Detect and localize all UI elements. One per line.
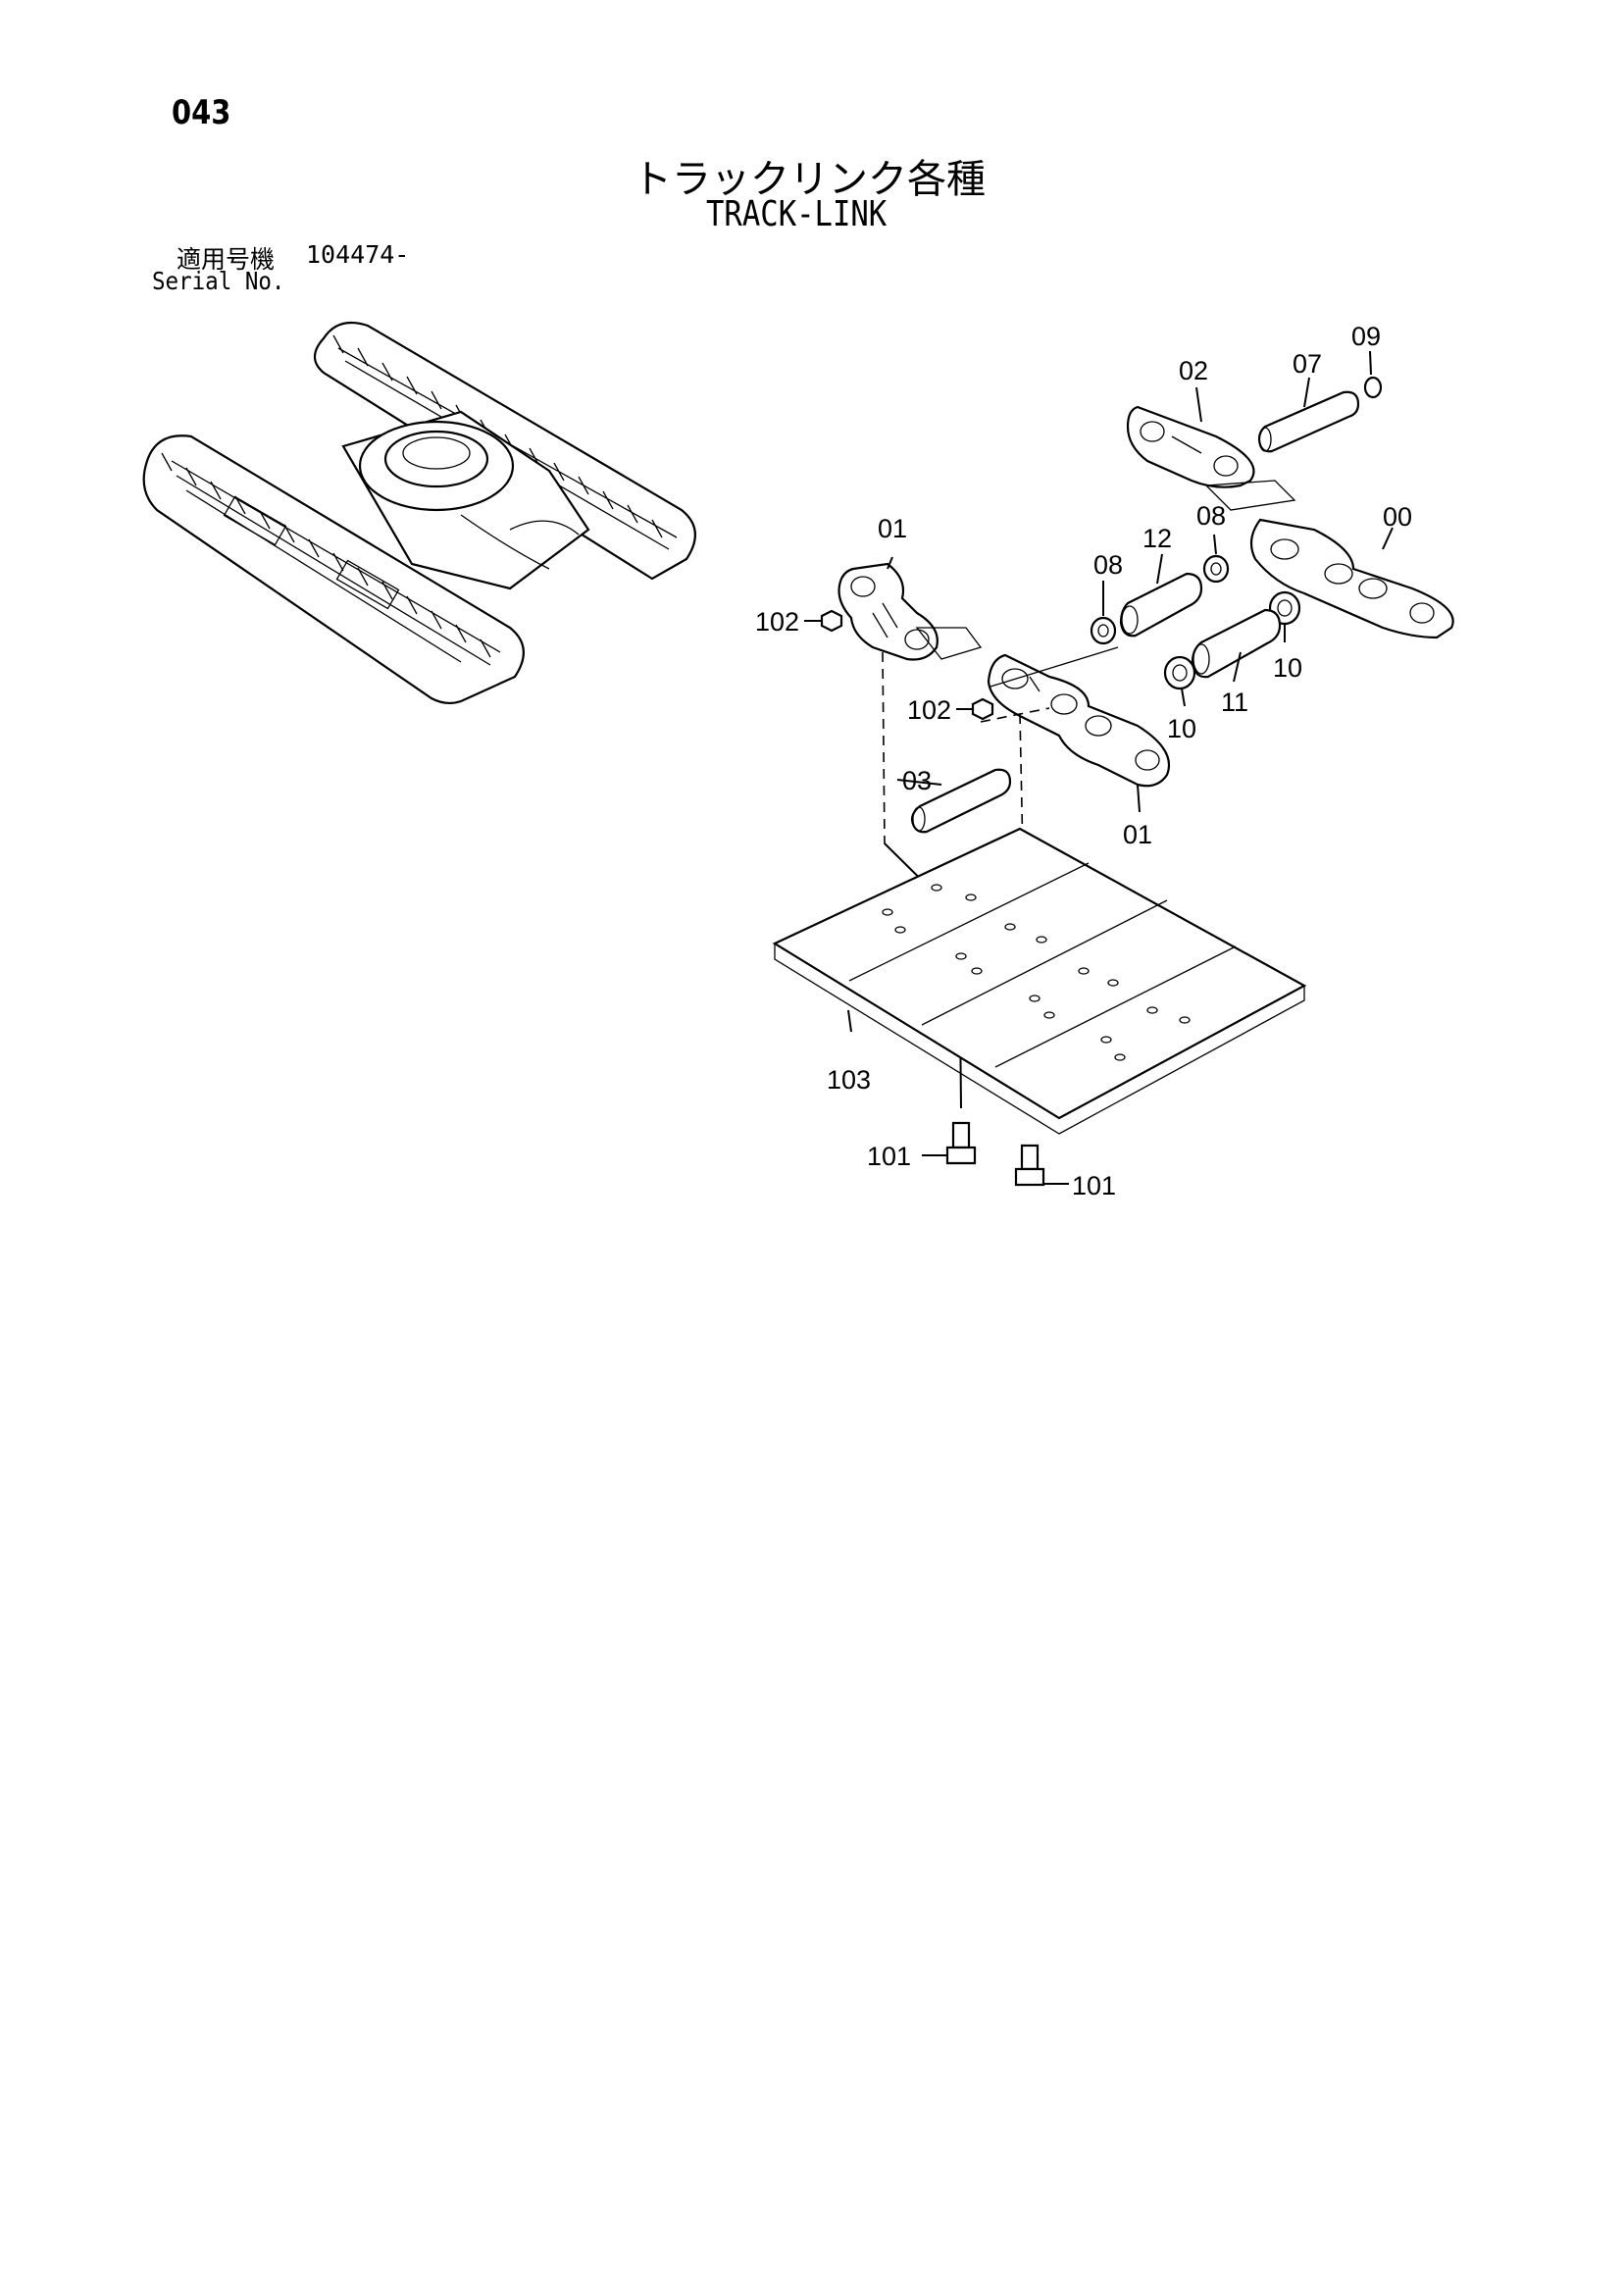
page-title-english: TRACK-LINK [706, 194, 888, 234]
serial-number-value: 104474- [306, 240, 410, 269]
part-101-bolt-left [945, 1121, 977, 1165]
callout-labels: 02 07 09 00 08 12 08 10 11 10 01 01 102 … [755, 322, 1412, 1200]
part-11-bushing [1191, 608, 1282, 679]
callout-08-left: 08 [1093, 550, 1123, 580]
part-101-bolt-right [1014, 1144, 1045, 1187]
callout-12: 12 [1142, 524, 1172, 553]
part-08-washer-left [1090, 616, 1117, 645]
serial-label-english: Serial No. [152, 267, 285, 295]
part-01-link-top [837, 562, 939, 661]
callout-10-right: 10 [1273, 653, 1302, 683]
callout-01-top: 01 [878, 514, 907, 543]
callout-08-right: 08 [1196, 501, 1226, 531]
part-12-bushing [1119, 572, 1203, 638]
serial-label-japanese: 適用号機 [177, 245, 276, 274]
track-link-assembly [772, 350, 1454, 1187]
callout-02: 02 [1179, 356, 1208, 385]
part-102-nut-mid [971, 697, 994, 721]
page-title-japanese: トラックリンク各種 [633, 157, 986, 202]
page-number: 043 [172, 93, 231, 132]
callout-102-top: 102 [755, 607, 799, 637]
callout-09: 09 [1351, 322, 1381, 351]
part-07-pin [1257, 390, 1360, 453]
undercarriage-illustration [142, 321, 696, 705]
callout-07: 07 [1293, 349, 1322, 379]
callout-leader-lines [804, 350, 1394, 1185]
callout-10-left: 10 [1167, 714, 1196, 743]
part-00-link [1249, 518, 1454, 639]
part-03-pin [910, 768, 1012, 834]
track-tread-hatching [161, 334, 663, 658]
part-01-link-bottom [987, 653, 1171, 788]
callout-01-bottom: 01 [1123, 820, 1152, 849]
part-02-link [1126, 405, 1255, 488]
part-08-washer-right [1202, 554, 1230, 584]
part-103-track-shoe [772, 827, 1307, 1135]
callout-101-right: 101 [1072, 1171, 1116, 1200]
callout-03: 03 [902, 766, 932, 795]
part-10-seal-left [1163, 655, 1196, 690]
part-102-nut-top [820, 609, 843, 633]
callout-103: 103 [827, 1065, 871, 1095]
part-09-ring [1363, 376, 1383, 399]
callout-101-left: 101 [867, 1142, 911, 1171]
callout-102-mid: 102 [907, 695, 951, 725]
callout-00: 00 [1383, 502, 1412, 532]
callout-11: 11 [1221, 688, 1248, 717]
